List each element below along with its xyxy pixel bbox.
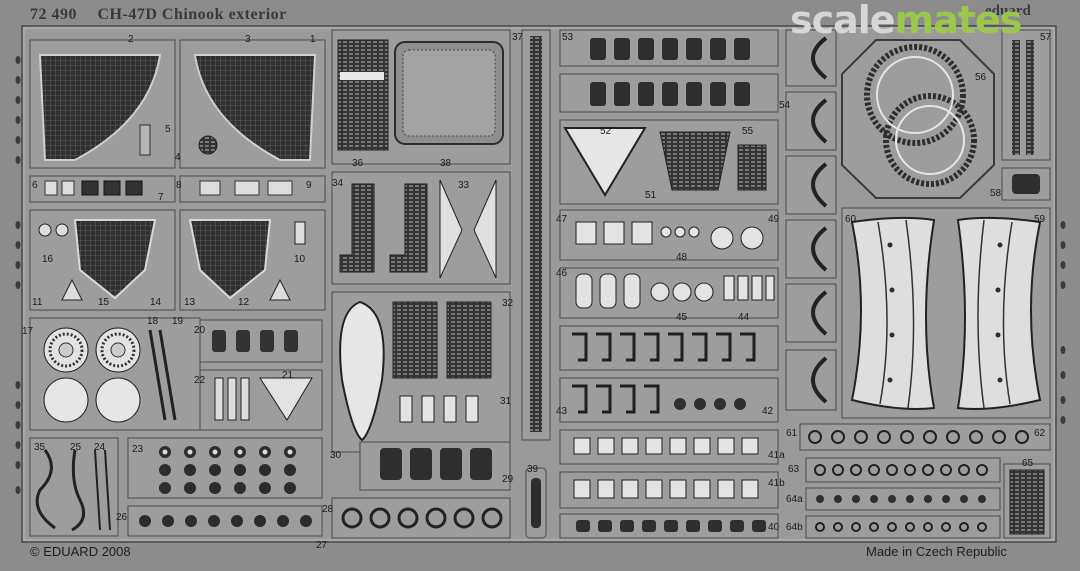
part-number-26: 26 bbox=[116, 512, 128, 523]
part-number-30: 30 bbox=[330, 450, 342, 461]
watermark-part1: scale bbox=[790, 0, 896, 42]
part-number-17: 17 bbox=[22, 326, 34, 337]
part-number-38: 38 bbox=[440, 158, 452, 169]
sheet-title: CH-47D Chinook exterior bbox=[97, 6, 287, 23]
part-number-24: 24 bbox=[94, 442, 106, 453]
part-number-2: 2 bbox=[128, 34, 134, 45]
wires-24-26 bbox=[29, 437, 119, 537]
part-number-58: 58 bbox=[990, 188, 1002, 199]
part-number-31: 31 bbox=[500, 396, 512, 407]
strip-27 bbox=[127, 505, 323, 537]
edge-tabs-left bbox=[15, 56, 21, 494]
part-number-61: 61 bbox=[786, 428, 798, 439]
part-number-8: 8 bbox=[176, 180, 182, 191]
part-number-49: 49 bbox=[768, 214, 780, 225]
part-number-4: 4 bbox=[175, 152, 181, 163]
part-number-19: 19 bbox=[172, 316, 184, 327]
strips-61-64 bbox=[799, 423, 1051, 539]
part-number-43: 43 bbox=[556, 406, 568, 417]
part-number-1: 1 bbox=[310, 34, 316, 45]
part-number-16: 16 bbox=[42, 254, 54, 265]
part-number-27: 27 bbox=[316, 540, 328, 551]
part-number-11: 11 bbox=[32, 297, 43, 308]
part-number-9: 9 bbox=[306, 180, 312, 191]
part-number-54: 54 bbox=[779, 100, 791, 111]
part-number-39: 39 bbox=[527, 464, 539, 475]
part-number-44: 44 bbox=[738, 312, 750, 323]
origin-text: Made in Czech Republic bbox=[866, 544, 1007, 559]
part-number-3: 3 bbox=[245, 34, 251, 45]
part-number-28: 28 bbox=[322, 504, 334, 515]
part-number-41b: 41b bbox=[768, 478, 785, 489]
part-number-13: 13 bbox=[184, 297, 196, 308]
grille-65 bbox=[1003, 463, 1051, 539]
part-number-5: 5 bbox=[165, 124, 171, 135]
part-number-22: 22 bbox=[194, 375, 206, 386]
part-number-53: 53 bbox=[562, 32, 574, 43]
part-number-62: 62 bbox=[1034, 428, 1046, 439]
part-number-35: 35 bbox=[34, 442, 46, 453]
part-number-51: 51 bbox=[645, 190, 657, 201]
part-number-14: 14 bbox=[150, 297, 162, 308]
watermark-part2: mates bbox=[894, 0, 1023, 42]
part-number-42: 42 bbox=[762, 406, 774, 417]
discs-17 bbox=[29, 317, 201, 431]
copyright-text: © EDUARD 2008 bbox=[30, 544, 131, 559]
edge-tabs-right bbox=[1060, 221, 1066, 424]
small-parts-6-9 bbox=[29, 175, 326, 203]
part-number-20: 20 bbox=[194, 325, 206, 336]
part-number-59: 59 bbox=[1034, 214, 1046, 225]
right-center-parts bbox=[559, 29, 779, 539]
part-number-41a: 41a bbox=[768, 450, 785, 461]
sheet-header: 72 490 CH-47D Chinook exterior bbox=[30, 6, 287, 24]
part-number-25: 25 bbox=[70, 442, 82, 453]
part-number-45: 45 bbox=[676, 312, 688, 323]
part-number-64a: 64a bbox=[786, 494, 803, 505]
part-number-46: 46 bbox=[556, 268, 568, 279]
part-number-7: 7 bbox=[158, 192, 164, 203]
part-number-47: 47 bbox=[556, 214, 568, 225]
part-number-18: 18 bbox=[147, 316, 159, 327]
center-panels bbox=[331, 29, 511, 539]
part-number-56: 56 bbox=[975, 72, 987, 83]
curved-panels-59-60 bbox=[841, 207, 1051, 419]
part-number-65: 65 bbox=[1022, 458, 1034, 469]
part-number-57: 57 bbox=[1040, 32, 1052, 43]
part-number-36: 36 bbox=[352, 158, 364, 169]
brackets-54 bbox=[785, 29, 837, 411]
shield-panels-10-16 bbox=[29, 209, 326, 311]
part-number-40: 40 bbox=[768, 522, 780, 533]
part-number-29: 29 bbox=[502, 474, 514, 485]
sheet-code: 72 490 bbox=[30, 6, 77, 23]
part-number-37: 37 bbox=[512, 32, 524, 43]
part-number-21: 21 bbox=[282, 370, 294, 381]
part-number-10: 10 bbox=[294, 254, 306, 265]
mesh-panels-1-3 bbox=[29, 39, 326, 169]
watermark-logo: scalemates bbox=[790, 0, 1023, 42]
part-number-32: 32 bbox=[502, 298, 514, 309]
parts-57-58 bbox=[1001, 29, 1051, 201]
part-number-60: 60 bbox=[845, 214, 857, 225]
part-number-23: 23 bbox=[132, 444, 144, 455]
strip-37 bbox=[521, 29, 551, 539]
parts-20-22 bbox=[199, 319, 323, 431]
part-number-64b: 64b bbox=[786, 522, 803, 533]
part-number-55: 55 bbox=[742, 126, 754, 137]
part-number-48: 48 bbox=[676, 252, 688, 263]
part-number-12: 12 bbox=[238, 297, 250, 308]
part-number-15: 15 bbox=[98, 297, 110, 308]
part-number-63: 63 bbox=[788, 464, 800, 475]
ring-assembly-56 bbox=[841, 39, 995, 199]
part-number-6: 6 bbox=[32, 180, 38, 191]
knobs-23 bbox=[127, 437, 323, 499]
manufacturer-mark: eduard bbox=[985, 3, 1031, 19]
part-number-33: 33 bbox=[458, 180, 470, 191]
part-number-52: 52 bbox=[600, 126, 612, 137]
part-number-34: 34 bbox=[332, 178, 344, 189]
